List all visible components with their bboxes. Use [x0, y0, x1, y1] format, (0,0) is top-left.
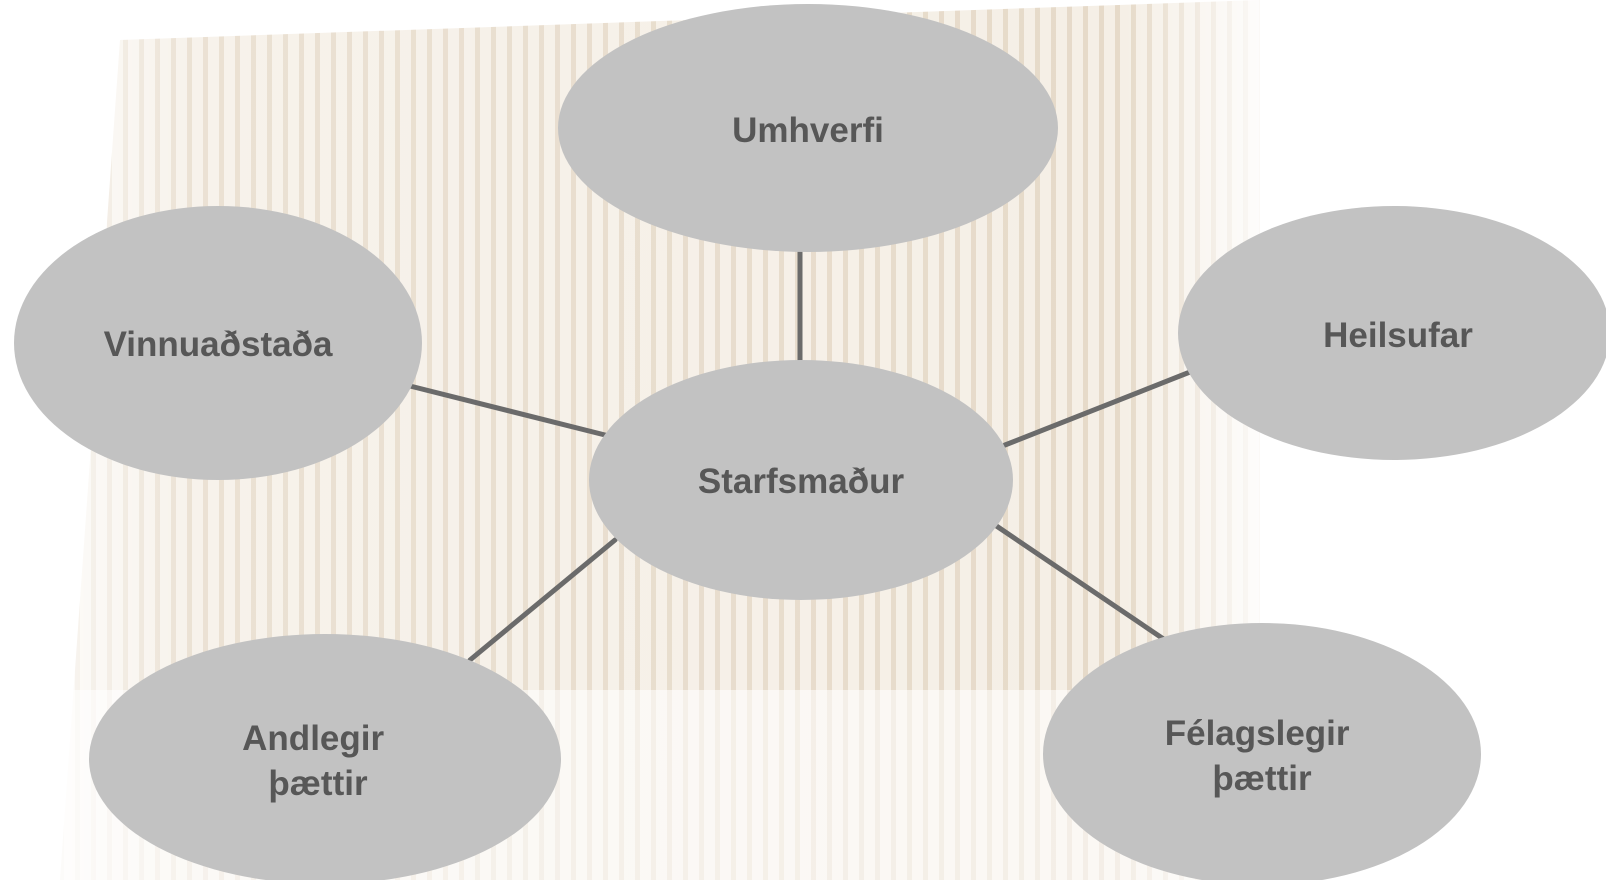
node-felagslegir-label: Félagslegir þættir — [1165, 714, 1360, 798]
node-center-line-1: Starfsmaður — [698, 462, 905, 501]
node-heilsufar: Heilsufar — [1178, 206, 1606, 460]
connector-andlegir — [467, 537, 618, 663]
node-felagslegir-shape — [1043, 623, 1481, 880]
node-heilsufar-label: Heilsufar — [1323, 316, 1473, 355]
node-felagslegir-line-1: Félagslegir — [1165, 714, 1350, 753]
node-umhverfi: Umhverfi — [558, 4, 1058, 252]
node-andlegir-label: Andlegir þættir — [242, 719, 394, 803]
node-vinnuadstada-shape — [14, 206, 422, 480]
node-andlegir-line-1: Andlegir — [242, 719, 384, 758]
node-center-label: Starfsmaður — [698, 462, 905, 501]
connectors — [407, 247, 1193, 663]
node-umhverfi-line-1: Umhverfi — [732, 111, 884, 150]
node-center: Starfsmaður — [589, 360, 1013, 600]
node-heilsufar-line-1: Heilsufar — [1323, 316, 1473, 355]
node-vinnuadstada-line-1: Vinnuaðstaða — [104, 325, 333, 364]
node-felagslegir: Félagslegir þættir — [1043, 623, 1481, 880]
node-heilsufar-shape — [1178, 206, 1606, 460]
node-vinnuadstada: Vinnuaðstaða — [14, 206, 422, 480]
node-umhverfi-label: Umhverfi — [732, 111, 884, 150]
connector-heilsufar — [1002, 369, 1193, 448]
node-andlegir: Andlegir þættir — [89, 634, 561, 880]
connector-vinnuadstada — [407, 383, 608, 438]
node-andlegir-line-2: þættir — [268, 764, 368, 803]
node-umhverfi-shape — [558, 4, 1058, 252]
node-vinnuadstada-label: Vinnuaðstaða — [104, 325, 333, 364]
connector-felagslegir — [992, 522, 1168, 643]
node-andlegir-shape — [89, 634, 561, 880]
node-center-shape — [589, 360, 1013, 600]
node-felagslegir-line-2: þættir — [1212, 759, 1312, 798]
